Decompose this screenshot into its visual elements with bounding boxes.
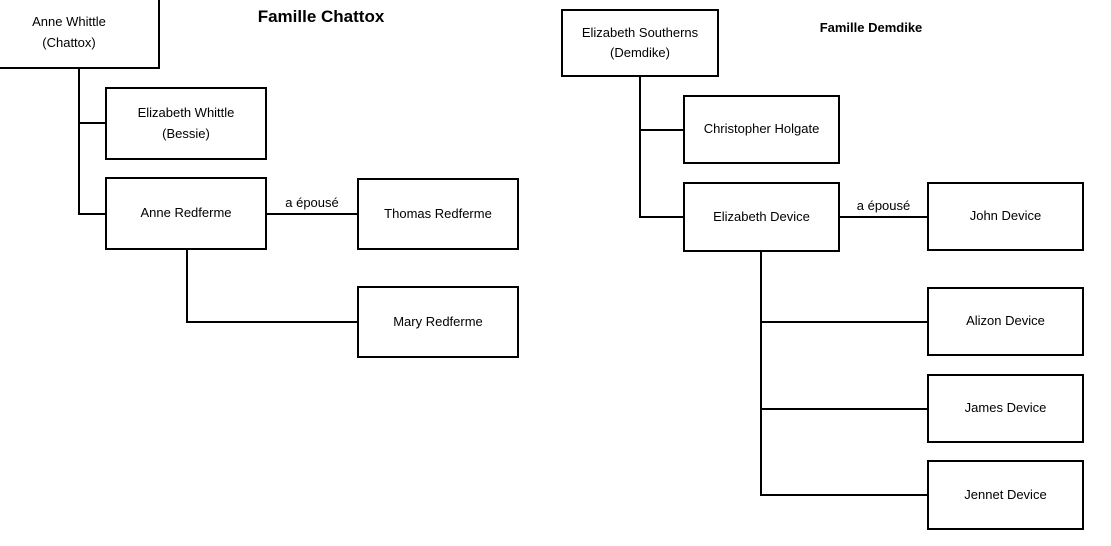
node-label: Jennet Device — [964, 486, 1047, 502]
connector-to-james-device — [760, 408, 927, 410]
node-anne-redferme: Anne Redferme — [105, 177, 267, 250]
node-label: (Demdike) — [610, 45, 670, 60]
node-label: Elizabeth Device — [713, 208, 810, 224]
node-mary-redferme: Mary Redferme — [357, 286, 519, 358]
node-label: (Bessie) — [162, 125, 210, 141]
tree-title-demdike: Famille Demdike — [819, 20, 923, 35]
connector-to-christopher-holgate — [639, 129, 683, 131]
node-label: Anne Whittle — [32, 14, 106, 30]
connector-anne-redferme-children — [186, 250, 188, 323]
node-label: James Device — [964, 400, 1047, 416]
connector-elizabeth-device-children — [760, 252, 762, 496]
tree-title-chattox: Famille Chattox — [257, 7, 385, 26]
connector-to-elizabeth-whittle — [78, 122, 105, 124]
node-jennet-device: Jennet Device — [927, 460, 1084, 530]
connector-to-anne-redferme — [78, 213, 105, 215]
node-label: Mary Redferme — [393, 313, 483, 329]
node-label: Thomas Redferme — [384, 205, 492, 221]
connector-to-mary-redferme — [186, 321, 357, 323]
node-label: (Chattox) — [42, 34, 96, 50]
node-thomas-redferme: Thomas Redferme — [357, 178, 519, 250]
node-label: Anne Redferme — [140, 205, 232, 221]
node-label: Alizon Device — [966, 313, 1045, 329]
node-christopher-holgate: Christopher Holgate — [683, 95, 840, 164]
marriage-label-demdike: a épousé — [856, 198, 911, 213]
node-elizabeth-device: Elizabeth Device — [683, 182, 840, 252]
connector-demdike-trunk — [639, 77, 641, 218]
connector-to-alizon-device — [760, 321, 927, 323]
marriage-label-chattox: a épousé — [285, 195, 339, 210]
node-label: Christopher Holgate — [703, 121, 820, 137]
node-elizabeth-whittle: Elizabeth Whittle (Bessie) — [105, 87, 267, 160]
node-john-device: John Device — [927, 182, 1084, 251]
node-label: John Device — [969, 208, 1042, 224]
connector-marriage-demdike — [840, 216, 927, 218]
node-alizon-device: Alizon Device — [927, 287, 1084, 356]
node-label: Elizabeth Southerns — [581, 24, 699, 40]
connector-marriage-chattox — [267, 213, 357, 215]
node-james-device: James Device — [927, 374, 1084, 443]
connector-chattox-trunk — [78, 69, 80, 215]
node-anne-whittle: Anne Whittle (Chattox) — [0, 0, 160, 69]
node-elizabeth-southerns: Elizabeth Southerns (Demdike) — [561, 9, 719, 77]
connector-to-jennet-device — [760, 494, 927, 496]
connector-to-elizabeth-device — [639, 216, 683, 218]
node-label: Elizabeth Whittle — [137, 105, 235, 121]
